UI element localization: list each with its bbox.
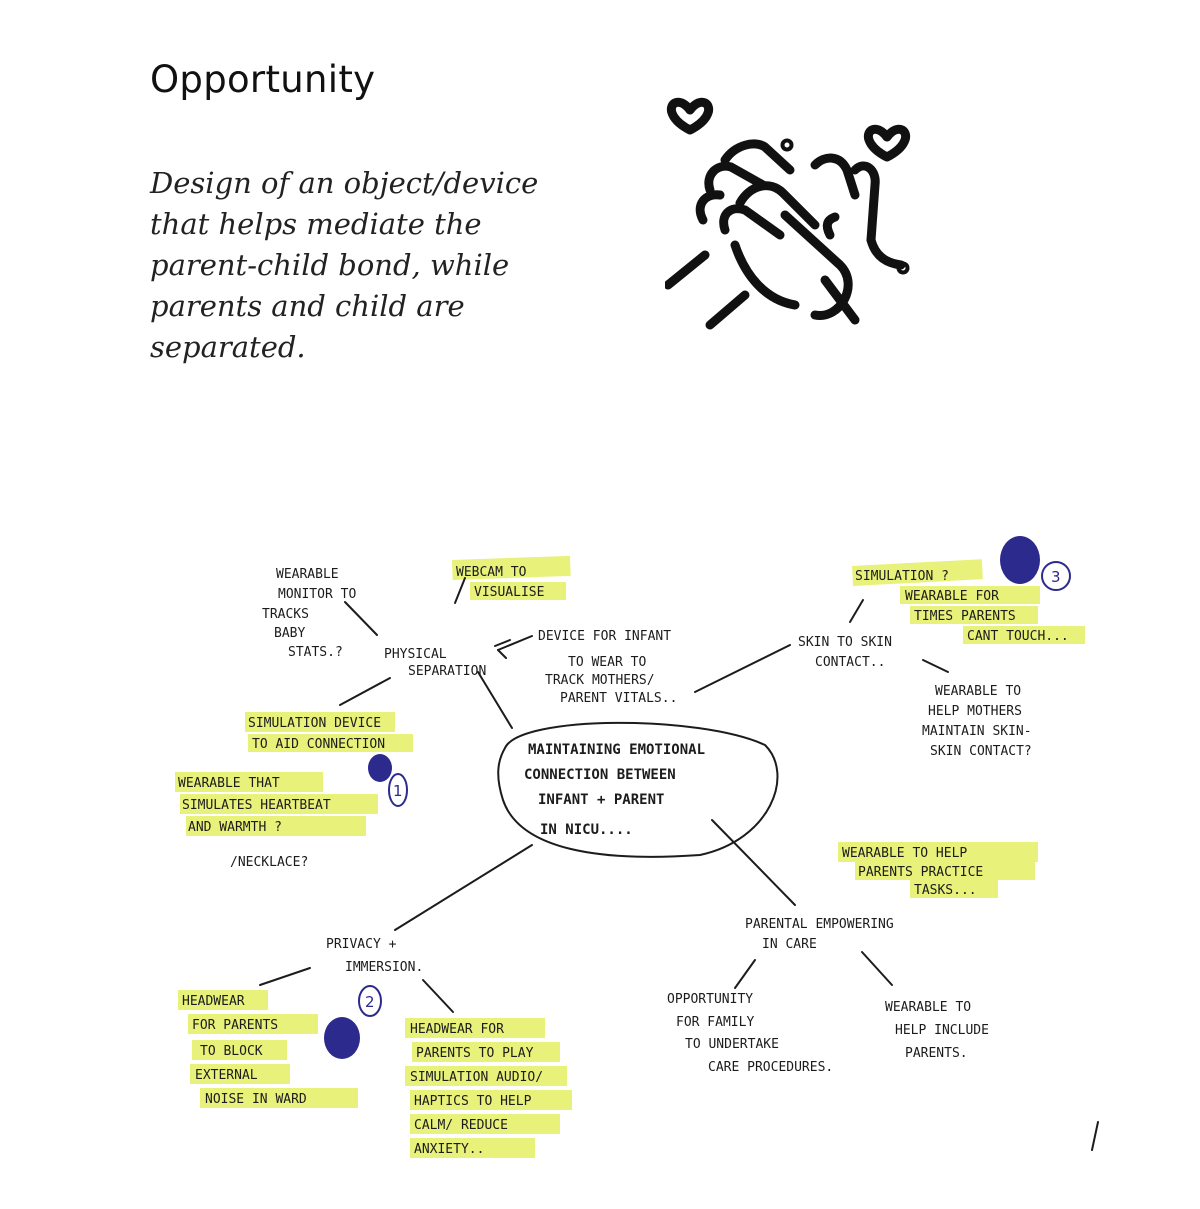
note-line: PARENTS PRACTICE xyxy=(858,865,983,880)
note-line: FOR PARENTS xyxy=(192,1018,278,1033)
note-line: SIMULATION AUDIO/ xyxy=(410,1070,543,1085)
note-line: MAINTAIN SKIN- xyxy=(922,724,1032,739)
note-line: /NECKLACE? xyxy=(230,855,308,870)
center-bubble xyxy=(497,721,779,858)
note-line: DEVICE FOR INFANT xyxy=(538,629,671,644)
note-line: HEADWEAR FOR xyxy=(410,1022,504,1037)
description-line: separated. xyxy=(150,330,306,364)
heart-icon xyxy=(666,97,714,135)
note-line: WEARABLE FOR xyxy=(905,589,999,604)
branch-title: PRIVACY + xyxy=(326,937,397,952)
note-line: WEARABLE TO HELP xyxy=(842,846,967,861)
page-title: Opportunity xyxy=(150,58,376,101)
note-line: OPPORTUNITY xyxy=(667,992,753,1007)
note-line: VISUALISE xyxy=(474,585,544,600)
note-line: TO UNDERTAKE xyxy=(685,1037,779,1052)
branch-title: PHYSICAL xyxy=(384,647,447,662)
branch-title: IMMERSION. xyxy=(345,960,423,975)
note-line: WEARABLE xyxy=(276,567,339,582)
branch-physical-separation: PHYSICAL SEPARATION WEARABLE MONITOR TO … xyxy=(178,565,677,870)
note-line: TO BLOCK xyxy=(200,1044,263,1059)
note-line: HELP MOTHERS xyxy=(928,704,1022,719)
note-line: WEARABLE THAT xyxy=(178,776,280,791)
highlights xyxy=(175,555,1085,1158)
note-line: SIMULATION DEVICE xyxy=(248,716,381,731)
note-line: AND WARMTH ? xyxy=(188,820,282,835)
note-line: PARENTS. xyxy=(905,1046,968,1061)
note-line: HAPTICS TO HELP xyxy=(414,1094,532,1109)
note-line: STATS.? xyxy=(288,645,343,660)
badge-circle xyxy=(1041,561,1071,591)
badge-scribble xyxy=(1000,536,1040,584)
note-line: WEARABLE TO xyxy=(885,1000,971,1015)
center-topic: MAINTAINING EMOTIONAL CONNECTION BETWEEN… xyxy=(524,742,705,838)
note-line: TO AID CONNECTION xyxy=(252,737,385,752)
badge-scribble xyxy=(368,754,392,782)
note-line: FOR FAMILY xyxy=(676,1015,754,1030)
badge-number: 3 xyxy=(1051,568,1061,586)
note-line: TO WEAR TO xyxy=(568,655,646,670)
note-line: HEADWEAR xyxy=(182,994,245,1009)
badge-number: 1 xyxy=(393,782,403,800)
holding-hands-hearts-icon xyxy=(665,97,911,330)
description-line: parents and child are xyxy=(150,289,465,323)
branch-skin-to-skin: SKIN TO SKIN CONTACT.. SIMULATION ? WEAR… xyxy=(798,536,1071,759)
note-line: EXTERNAL xyxy=(195,1068,258,1083)
branch-title: SEPARATION xyxy=(408,664,486,679)
note-line: PARENTS TO PLAY xyxy=(416,1046,534,1061)
description-line: that helps mediate the xyxy=(150,207,482,241)
note-line: WEARABLE TO xyxy=(935,684,1021,699)
note-line: PARENT VITALS.. xyxy=(560,691,677,706)
note-line: SIMULATES HEARTBEAT xyxy=(182,798,331,813)
branch-title: CONTACT.. xyxy=(815,655,885,670)
note-line: CARE PROCEDURES. xyxy=(708,1060,833,1075)
note-line: WEBCAM TO xyxy=(456,565,527,580)
heart-icon xyxy=(863,124,911,162)
note-line: BABY xyxy=(274,626,305,641)
connector-lines xyxy=(259,577,1099,1151)
badge-scribble xyxy=(324,1017,360,1059)
branch-title: IN CARE xyxy=(762,937,817,952)
note-line: CANT TOUCH... xyxy=(967,629,1069,644)
branch-privacy-immersion: PRIVACY + IMMERSION. HEADWEAR FOR PARENT… xyxy=(182,937,543,1157)
description-line: Design of an object/device xyxy=(150,166,539,200)
badge-number: 2 xyxy=(365,993,375,1011)
note-line: HELP INCLUDE xyxy=(895,1023,989,1038)
badge-circle xyxy=(388,773,408,807)
note-line: TRACKS xyxy=(262,607,309,622)
branch-title: PARENTAL EMPOWERING xyxy=(745,917,894,932)
opportunity-description: Design of an object/device that helps me… xyxy=(150,163,580,368)
center-line: INFANT + PARENT xyxy=(538,792,664,808)
note-line: TASKS... xyxy=(914,883,977,898)
badge-circle xyxy=(358,985,382,1017)
note-line: CALM/ REDUCE xyxy=(414,1118,508,1133)
center-line: IN NICU.... xyxy=(540,822,633,838)
center-line: MAINTAINING EMOTIONAL xyxy=(528,742,705,758)
note-line: TIMES PARENTS xyxy=(914,609,1016,624)
center-line: CONNECTION BETWEEN xyxy=(524,767,676,783)
note-line: TRACK MOTHERS/ xyxy=(545,673,655,688)
note-line: SKIN CONTACT? xyxy=(930,744,1032,759)
description-line: parent-child bond, while xyxy=(150,248,510,282)
branch-title: SKIN TO SKIN xyxy=(798,635,892,650)
note-line: MONITOR TO xyxy=(278,587,356,602)
note-line: SIMULATION ? xyxy=(855,569,949,584)
note-line: NOISE IN WARD xyxy=(205,1092,307,1107)
note-line: ANXIETY.. xyxy=(414,1142,484,1157)
branch-parental-empowering: PARENTAL EMPOWERING IN CARE WEARABLE TO … xyxy=(667,846,989,1075)
